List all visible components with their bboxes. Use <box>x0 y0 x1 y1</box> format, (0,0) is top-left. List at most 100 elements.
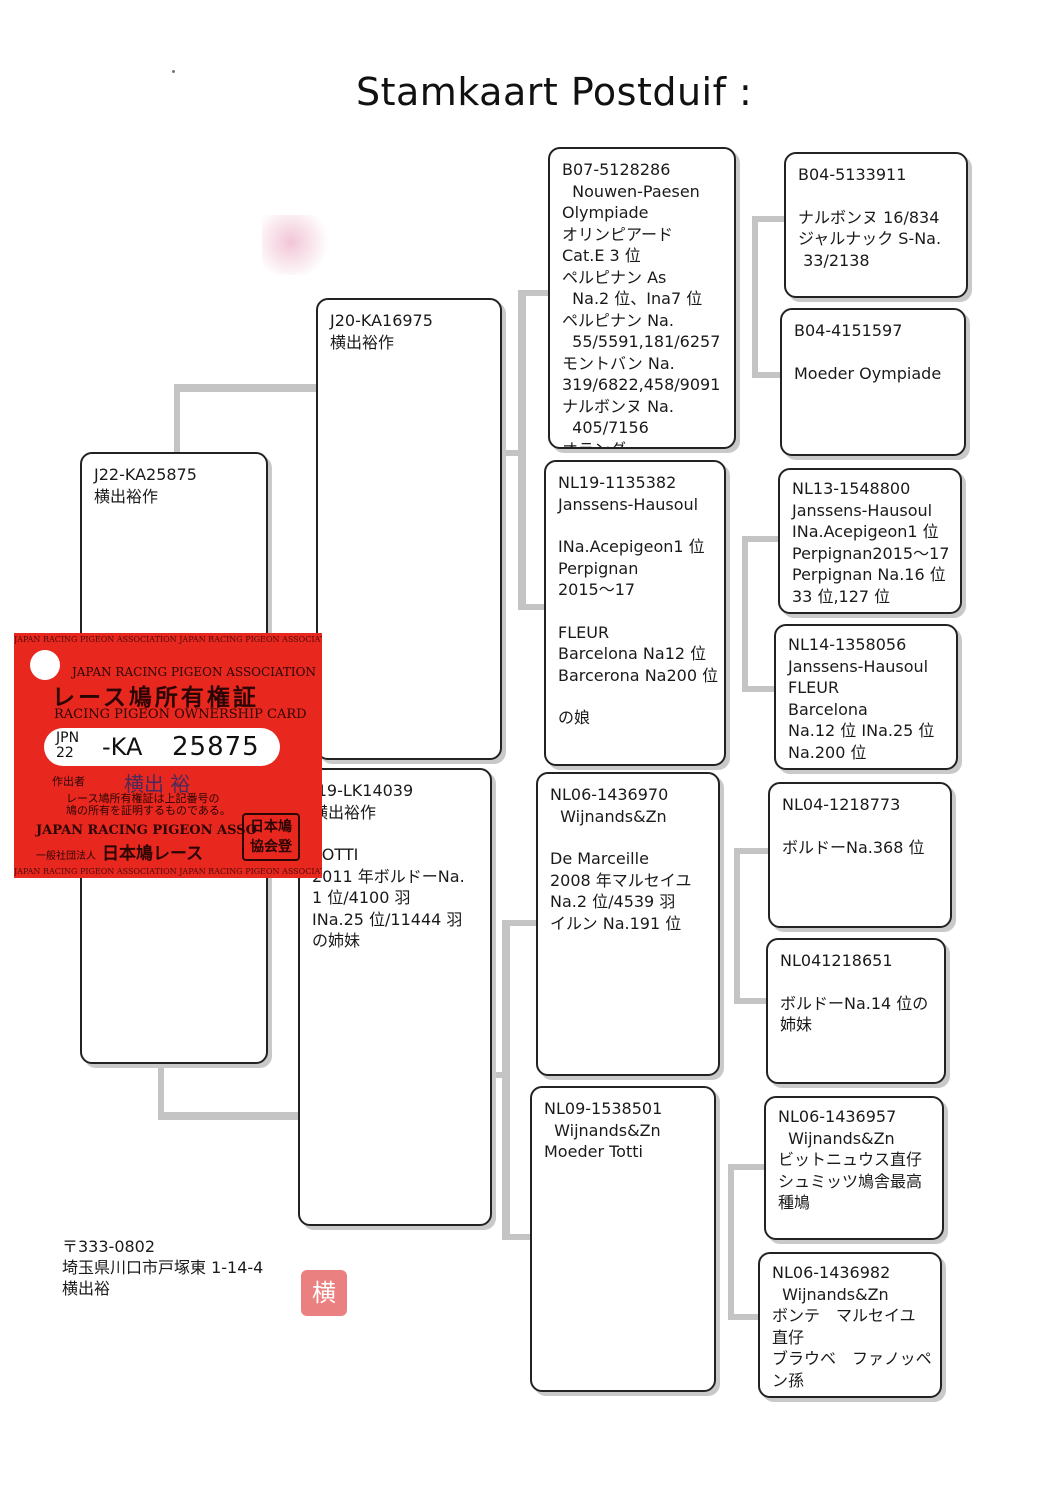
pedigree-line: 1 位/4100 羽 <box>312 888 411 907</box>
pedigree-line: J19-LK14039 <box>312 781 414 800</box>
pedigree-line: ボンテ マルセイユ <box>772 1306 916 1325</box>
card-edge-text: JAPAN RACING PIGEON ASSOCIATION JAPAN RA… <box>14 635 322 644</box>
pedigree-line: NL09-1538501 <box>544 1099 663 1118</box>
pedigree-line: B04-4151597 <box>794 321 903 340</box>
author-label: 作出者 <box>52 775 85 788</box>
pedigree-line <box>558 515 716 536</box>
postal-code: 〒333-0802 <box>62 1237 156 1256</box>
pedigree-line: Olympiade <box>562 203 649 222</box>
pedigree-line: ナルボンヌ 16/834 <box>798 207 940 227</box>
pedigree-line: J20-KA16975 <box>330 311 433 330</box>
pedigree-box-text: NL04-1218773 ボルドーNa.368 位 <box>782 794 942 858</box>
pedigree-line: NL13-1548800 <box>792 479 911 498</box>
pedigree-line: Perpignan2015～17 <box>792 543 950 563</box>
pedigree-line <box>550 827 710 848</box>
pedigree-box-text: NL06-1436970 Wijnands&Zn De Marceille 2008… <box>550 784 710 934</box>
pedigree-line: Nouwen-Paesen <box>562 181 700 201</box>
pedigree-line: ペルピナン Na. <box>562 310 674 330</box>
card-assoc-en-top: JAPAN RACING PIGEON ASSOCIATION <box>72 665 317 679</box>
page-title: Stamkaart Postduif : <box>356 70 753 114</box>
ink-smudge <box>262 215 334 275</box>
pedigree-line: Barcelona Na12 位 <box>558 644 707 663</box>
breeder-address: 〒333-0802 埼玉県川口市戸塚東 1-14-4 横出裕 <box>62 1236 263 1299</box>
pedigree-line: モントバン Na. <box>562 353 675 373</box>
pedigree-line: Na.12 位 INa.25 位 <box>788 721 935 740</box>
pedigree-line: NL06-1436970 <box>550 785 669 804</box>
pedigree-line: 直仔 <box>772 1327 805 1347</box>
pedigree-line: INa.Acepigeon1 位 <box>792 522 939 541</box>
pedigree-line: 55/5591,181/6257 <box>562 332 721 351</box>
pedigree-line: 種鳩 <box>778 1193 811 1212</box>
pedigree-line: Wijnands&Zn <box>550 806 667 826</box>
pedigree-line: Janssens-Hausoul <box>558 494 699 514</box>
pedigree-line: の娘 <box>558 708 591 727</box>
pedigree-line: 横出裕作 <box>94 486 159 506</box>
pedigree-box-ds-sire: NL04-1218773 ボルドーNa.368 位 <box>768 782 952 928</box>
pedigree-line: Moeder Totti <box>544 1142 643 1161</box>
pedigree-line: Na.200 位 <box>788 742 867 762</box>
pedigree-line: Janssens-Hausoul <box>792 500 933 520</box>
name-stamp: 横 <box>301 1270 347 1316</box>
area-code: -KA <box>102 733 143 761</box>
pedigree-line: 2011 年ボルドーNa. <box>312 866 465 886</box>
breeder-name: 横出裕 <box>62 1279 111 1298</box>
pedigree-line: Wijnands&Zn <box>544 1120 661 1140</box>
pedigree-line: 2015～17 <box>558 580 636 599</box>
pedigree-line <box>798 186 958 207</box>
punch-hole <box>30 650 60 680</box>
pedigree-line: NL14-1358056 <box>788 635 907 654</box>
pedigree-line <box>558 686 716 707</box>
pedigree-line: FLEUR <box>558 622 610 642</box>
pedigree-line: イルン Na.191 位 <box>550 913 682 933</box>
pedigree-line: B07-5128286 <box>562 160 671 179</box>
pedigree-line: Wijnands&Zn <box>778 1128 895 1148</box>
card-note: レース鳩所有権証は上記番号の 鳩の所有を証明するものである。 <box>66 792 231 817</box>
pedigree-line: NL06-1436982 <box>772 1263 891 1282</box>
pedigree-line: 2008 年マルセイユ <box>550 870 692 890</box>
author-signature: 横出 裕 <box>124 772 191 796</box>
pedigree-line <box>558 601 716 622</box>
pedigree-line: De Marceille <box>550 849 649 868</box>
pedigree-line: INa.25 位/11444 羽 <box>312 909 463 929</box>
pedigree-line: NL06-1436957 <box>778 1107 897 1126</box>
pedigree-line: Barcerona Na200 位 <box>558 665 719 685</box>
pedigree-line: シュミッツ鳩舎最高 <box>778 1171 923 1191</box>
pedigree-line: Barcelona <box>788 699 868 719</box>
pedigree-line: ボルドーNa.368 位 <box>782 837 925 857</box>
country-year: JPN 22 <box>56 731 79 761</box>
card-title-en: RACING PIGEON OWNERSHIP CARD <box>54 707 307 722</box>
pedigree-line: ン孫 <box>772 1370 805 1390</box>
ring-number: 25875 <box>172 732 260 762</box>
card-title-jp: レース鳩所有権証 <box>52 685 259 711</box>
pedigree-line: 33 位,127 位 <box>792 586 891 606</box>
pedigree-line: Cat.E 3 位 <box>562 246 641 265</box>
pedigree-line: の姉妹 <box>312 931 361 950</box>
speck <box>172 70 175 73</box>
pedigree-line: 319/6822,458/9091 <box>562 375 721 394</box>
pedigree-line <box>780 972 936 993</box>
pedigree-line: Wijnands&Zn <box>772 1284 889 1304</box>
pedigree-line: Na.2 位、Ina7 位 <box>562 289 703 308</box>
pedigree-line: NL041218651 <box>780 951 893 970</box>
pedigree-line: FLEUR <box>788 678 840 697</box>
pedigree-line: NL04-1218773 <box>782 795 901 814</box>
ownership-card: JAPAN RACING PIGEON ASSOCIATION JAPAN RA… <box>14 633 322 878</box>
pedigree-line: J22-KA25875 <box>94 465 197 484</box>
association-seal: 日本鳩 協会登 <box>242 813 300 861</box>
pedigree-line: ブラウベ ファノッペ <box>772 1349 932 1368</box>
card-edge-text-bottom: JAPAN RACING PIGEON ASSOCIATION JAPAN RA… <box>14 867 322 876</box>
